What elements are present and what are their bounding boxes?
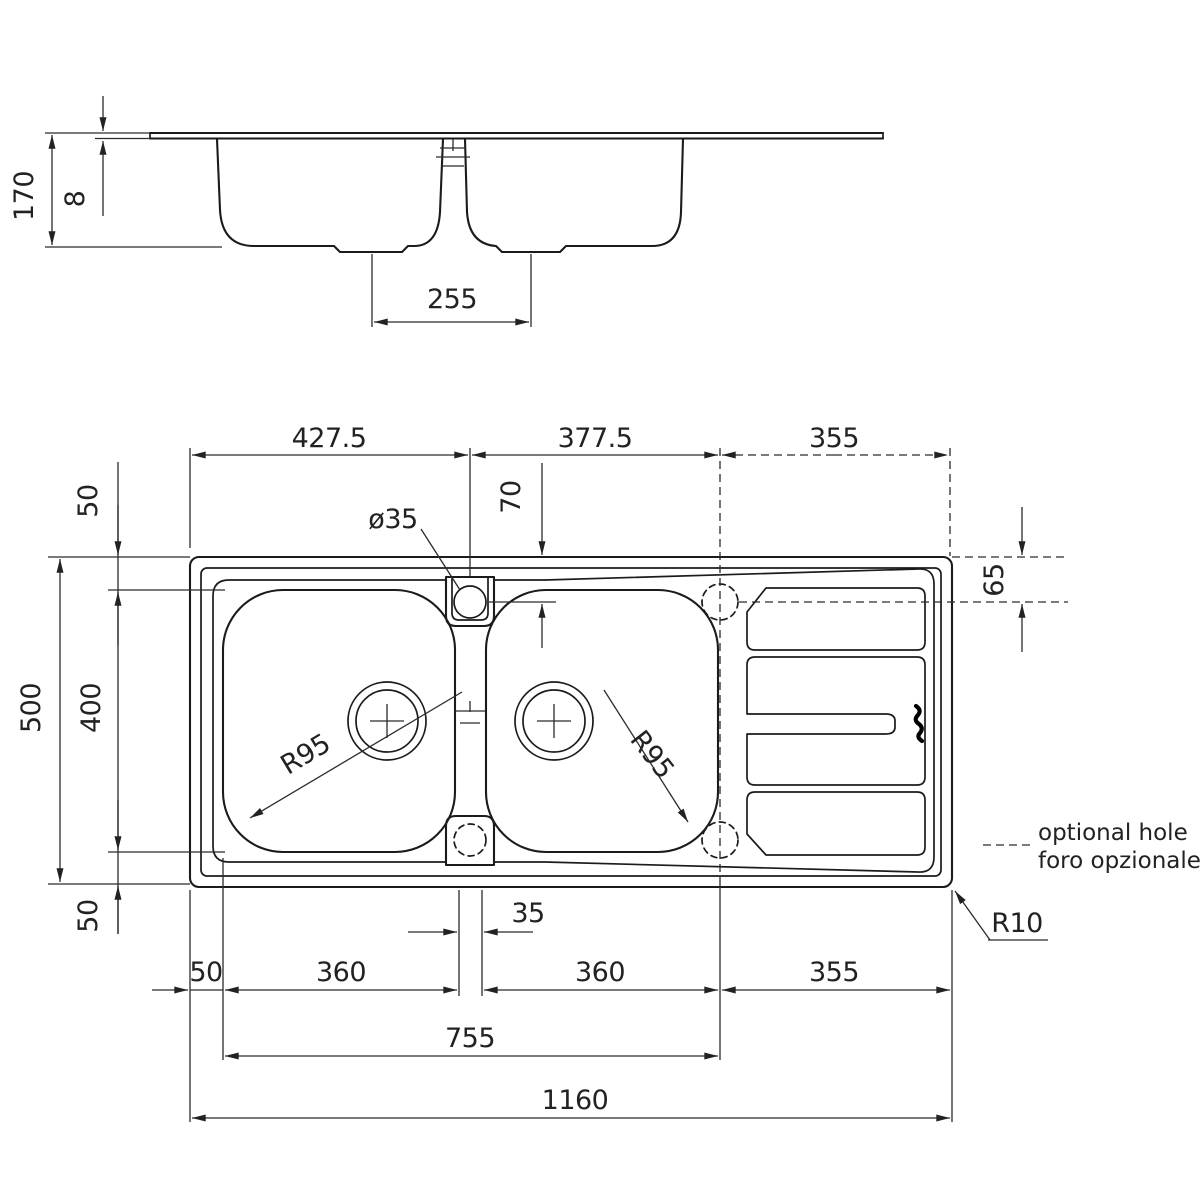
brand-logo-mark xyxy=(913,703,925,744)
plan-view xyxy=(188,555,954,889)
bowl-radius-right-callout: R95 xyxy=(603,689,689,823)
drainer-grooves xyxy=(746,587,926,856)
dim-side-rim: 8 xyxy=(60,96,150,216)
dim-overall-width: 500 xyxy=(16,559,64,882)
dim-label-377-5: 377.5 xyxy=(558,423,633,454)
dim-divider: 35 xyxy=(408,898,545,936)
dim-label-8: 8 xyxy=(60,191,91,208)
dim-label-400: 400 xyxy=(76,683,107,733)
dim-overall-length: 1160 xyxy=(192,1085,950,1122)
optional-hole-legend: optional hole foro opzionale xyxy=(983,820,1200,874)
dim-label-65: 65 xyxy=(979,563,1010,596)
bowl-left xyxy=(221,588,457,854)
dim-label-35: 35 xyxy=(511,898,544,929)
side-rim xyxy=(148,131,885,140)
tap-hole-callout: ø35 xyxy=(368,504,461,591)
optional-tap-hole-bottom xyxy=(453,823,487,857)
dim-label-50-bottomleft: 50 xyxy=(73,899,104,932)
dim-left-chain: 50 400 50 xyxy=(73,462,122,934)
dim-label-755: 755 xyxy=(445,1023,495,1054)
plan-center-mark xyxy=(455,701,485,724)
groove-2-3 xyxy=(746,656,926,786)
drain-right xyxy=(514,681,594,761)
dim-label-r95-left: R95 xyxy=(276,728,336,781)
drain-left xyxy=(347,681,427,761)
dim-label-360-right: 360 xyxy=(575,957,625,988)
dim-label-500: 500 xyxy=(16,683,47,733)
dim-label-50-topleft: 50 xyxy=(73,484,104,517)
dim-label-r10: R10 xyxy=(991,908,1043,939)
bowl-surround-and-tray xyxy=(212,568,935,873)
side-view: 170 8 255 xyxy=(9,96,885,327)
legend-optional-hole-it: foro opzionale xyxy=(1038,848,1200,874)
side-bowl-right xyxy=(463,137,685,254)
side-bowl-left xyxy=(215,137,445,254)
dim-label-255: 255 xyxy=(427,284,477,315)
dim-label-o35: ø35 xyxy=(368,504,417,535)
dim-side-depth: 170 xyxy=(9,132,222,248)
dim-bowls-span: 755 xyxy=(225,1023,718,1060)
sink-inner-rim xyxy=(200,567,942,877)
dim-tap-offset: 70 xyxy=(489,463,556,648)
optional-hole-top-right xyxy=(701,583,739,621)
side-center-mark xyxy=(436,139,470,167)
dim-hole-offset-right: 65 xyxy=(739,507,1068,652)
dim-drain-spacing: 255 xyxy=(371,254,532,327)
bowl-right xyxy=(484,588,720,854)
dim-label-70: 70 xyxy=(496,480,527,513)
corner-radius-callout: R10 xyxy=(954,890,1048,941)
dim-label-427-5: 427.5 xyxy=(292,423,367,454)
dim-label-355-bottom: 355 xyxy=(809,957,859,988)
optional-hole-bottom-right xyxy=(701,821,739,859)
groove-4 xyxy=(746,791,926,856)
plan-dimensions: 427.5 377.5 355 70 65 50 xyxy=(16,423,1200,1122)
dim-label-355-top: 355 xyxy=(809,423,859,454)
sink-outer-edge xyxy=(188,555,954,889)
tap-hole xyxy=(453,585,487,619)
dim-bottom-chain: 50 360 360 355 xyxy=(152,957,950,994)
dim-label-360-left: 360 xyxy=(316,957,366,988)
tap-hole-boss-top-inner xyxy=(451,577,489,621)
bowl-radius-left-callout: R95 xyxy=(249,691,463,819)
dim-label-170: 170 xyxy=(9,171,40,221)
legend-optional-hole-en: optional hole xyxy=(1038,820,1188,846)
dim-label-1160: 1160 xyxy=(542,1085,609,1116)
groove-1 xyxy=(746,587,926,651)
dim-label-50-bottom: 50 xyxy=(189,957,222,988)
